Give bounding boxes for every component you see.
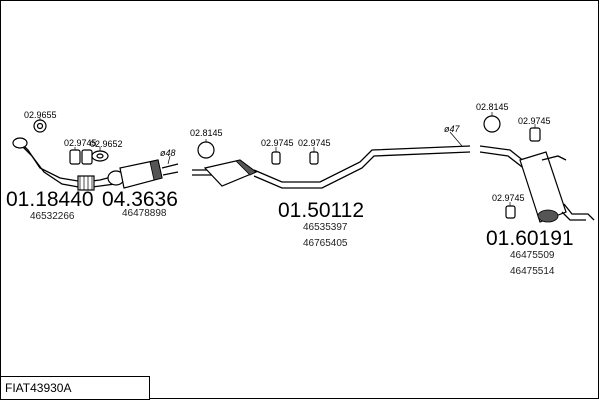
front-pipe-drawing xyxy=(12,137,101,191)
diameter-label: ø48 xyxy=(160,148,176,158)
assembly-number-middle: 01.50112 xyxy=(278,199,364,222)
part-label-02-8145: 02.8145 xyxy=(476,102,509,112)
oem-number: 46535397 xyxy=(303,222,348,233)
rubber-mount-icon xyxy=(271,151,281,165)
rubber-mount-icon xyxy=(505,205,516,219)
part-label-02-9745: 02.9745 xyxy=(64,138,97,148)
part-label-02-9745: 02.9745 xyxy=(492,193,525,203)
diagram-code-box: FIAT43930A xyxy=(0,376,150,400)
part-label-02-9745: 02.9745 xyxy=(261,138,294,148)
catalytic-converter-drawing xyxy=(99,159,179,189)
diameter-label: ø47 xyxy=(444,124,461,134)
oem-number: 46475514 xyxy=(510,266,555,277)
oem-number: 46475509 xyxy=(510,250,555,261)
assembly-number-catalytic: 04.3636 xyxy=(102,188,178,211)
part-label-02-9745: 02.9745 xyxy=(298,138,331,148)
rubber-mount-icon xyxy=(309,151,319,165)
front-flange xyxy=(12,137,28,149)
assembly-number-front-pipe: 01.18440 xyxy=(6,188,94,211)
flex-section xyxy=(77,175,95,191)
oem-number: 46532266 xyxy=(30,211,75,222)
clamp-icon xyxy=(483,115,501,133)
clamp-icon xyxy=(197,141,215,159)
part-label-02-9745: 02.9745 xyxy=(518,116,551,126)
part-label-02-8145: 02.8145 xyxy=(190,128,223,138)
rubber-mount-icon xyxy=(529,127,541,142)
rear-silencer-drawing xyxy=(479,145,595,223)
assembly-number-rear: 01.60191 xyxy=(486,227,574,250)
small-parts-drawing xyxy=(33,115,541,219)
part-label-02-9652: 02.9652 xyxy=(90,139,123,149)
oem-number: 46765405 xyxy=(303,238,348,249)
leader-lines xyxy=(39,112,536,206)
middle-silencer-drawing xyxy=(192,145,471,189)
rubber-mount-icon xyxy=(69,149,81,165)
diagram-code: FIAT43930A xyxy=(5,381,72,395)
part-label-02-9655: 02.9655 xyxy=(24,110,57,120)
oem-number: 46478898 xyxy=(122,208,167,219)
